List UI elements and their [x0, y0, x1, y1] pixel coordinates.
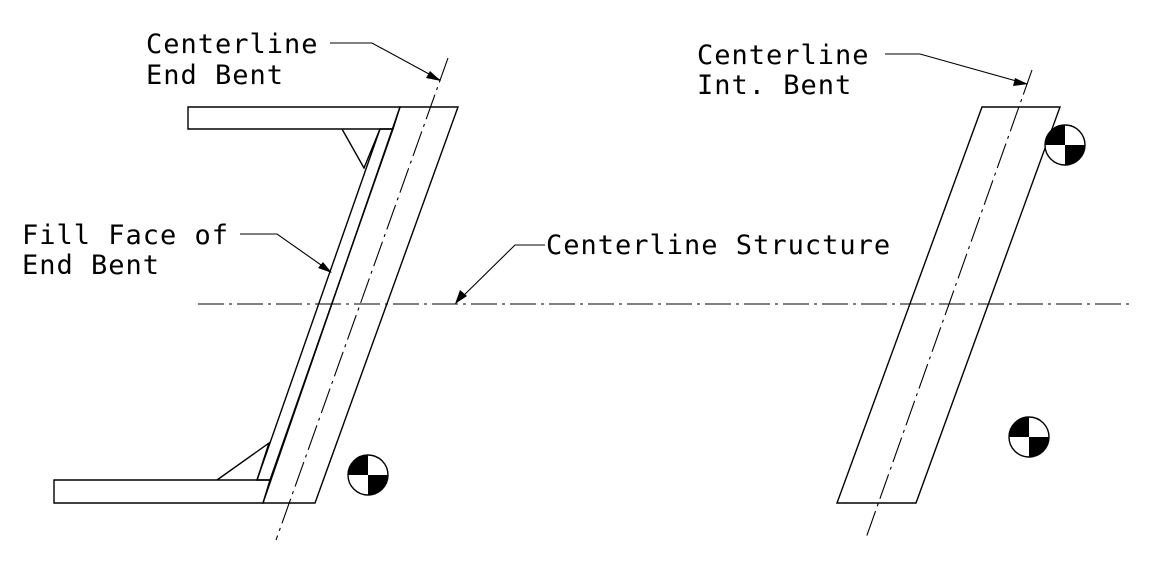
end-bent	[53, 57, 459, 541]
structure-cl-leader	[455, 244, 545, 304]
intermediate-bent	[835, 69, 1061, 539]
center-of-gravity-symbol	[347, 454, 389, 496]
end-bent-centerline	[275, 57, 449, 541]
end-bent-backwall	[256, 128, 394, 481]
fill-face-arrowhead	[318, 262, 332, 273]
int-bent-centerline-label-line2: Int. Bent	[697, 70, 852, 101]
int-bent-cl-leader	[885, 53, 1028, 85]
structure-centerline-label: Centerline Structure	[546, 230, 891, 261]
fill-face-leader	[240, 233, 332, 273]
center-of-gravity-symbol	[1044, 124, 1086, 166]
end-bent-cl-arrowhead	[426, 71, 441, 81]
end-bent-bottom-wing	[53, 479, 271, 504]
int-bent-centerline	[865, 69, 1033, 539]
end-bent-top-fillet	[341, 128, 381, 170]
fill-face-label-line2: End Bent	[22, 250, 160, 281]
end-bent-bottom-fillet	[216, 441, 271, 481]
int-bent-centerline-label-line1: Centerline	[697, 40, 870, 71]
end-bent-top-wing	[187, 106, 401, 130]
fill-face-label-line1: Fill Face of	[22, 220, 229, 251]
leaders	[240, 42, 1028, 304]
center-of-gravity-symbol	[1008, 416, 1050, 458]
int-bent-cl-arrowhead	[1013, 78, 1028, 86]
end-bent-cl-leader	[330, 42, 441, 81]
end-bent-cap	[262, 106, 459, 504]
structure-cl-arrowhead	[455, 290, 467, 304]
end-bent-centerline-label-line1: Centerline	[146, 29, 319, 60]
int-bent-cap	[835, 106, 1061, 504]
end-bent-centerline-label-line2: End Bent	[146, 60, 284, 91]
